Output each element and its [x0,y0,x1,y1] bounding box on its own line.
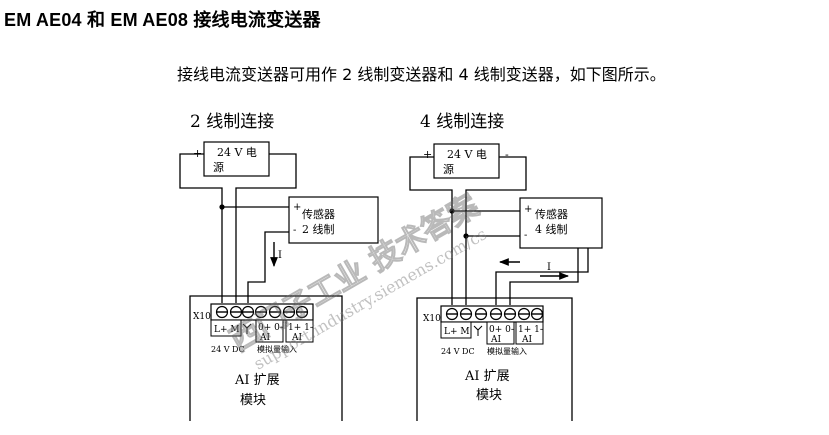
terminal-power-label: L+ M [214,325,240,335]
power-supply-label-2: 源 [443,162,454,176]
module-name-2: 模块 [476,388,502,403]
terminal-ai1-sub: AI [521,335,532,345]
section-heading: EM AE04 和 EM AE08 接线电流变送器 [4,10,321,30]
sensor-plus: + [524,204,532,215]
caption-power: 24 V DC [441,347,475,356]
power-supply-label: 24 V 电 [217,146,257,159]
supply-plus: + [423,148,432,161]
sensor-type-label: 2 线制 [302,222,335,236]
power-supply-label-2: 源 [213,160,224,174]
two-wire-title: 2 线制连接 [190,112,274,132]
terminal-screws [445,307,544,321]
module-connector-label: X10 [193,312,211,322]
terminal-ai1-label: 1+ 1- [288,323,313,333]
sensor-box [288,196,379,244]
two-wire-diagram: 2 线制连接 24 V 电 源 + - + 传感器 - 2 线制 I X10 [179,112,379,421]
terminal-screws [215,305,309,319]
power-supply-box [433,143,500,179]
supply-minus: - [505,148,509,161]
terminal-ai0-sub: AI [490,335,501,345]
four-wire-diagram: 4 线制连接 24 V 电 源 + - + 传感器 - 4 线制 I X10 [409,112,603,421]
current-label: I [278,250,282,261]
terminal-power-label: L+ M [444,327,470,337]
caption-analog: 模拟量输入 [487,346,527,356]
sensor-box [519,197,603,249]
module-connector-label: X10 [423,314,441,324]
power-supply-box [203,141,270,177]
terminal-ai0-sub: AI [259,333,270,343]
sensor-plus: + [293,202,301,213]
intro-paragraph: 接线电流变送器可用作 2 线制变送器和 4 线制变送器，如下图所示。 [177,65,666,84]
module-name: AI 扩展 [234,373,280,388]
four-wire-title: 4 线制连接 [420,112,504,132]
sensor-type-label: 4 线制 [535,222,568,236]
terminal-ai1-sub: AI [291,333,302,343]
sensor-minus: - [524,230,527,241]
terminal-ai0-label: 0+ 0- [489,325,514,335]
caption-analog: 模拟量输入 [257,344,297,354]
terminal-ai1-label: 1+ 1- [518,325,543,335]
terminal-ai0-label: 0+ 0- [258,323,283,333]
current-label: I [547,262,551,273]
power-supply-label: 24 V 电 [447,148,487,161]
module-name-2: 模块 [240,393,266,408]
caption-power: 24 V DC [211,345,245,354]
sensor-label: 传感器 [535,208,568,221]
sensor-minus: - [293,225,296,236]
sensor-label: 传感器 [302,208,335,221]
module-name: AI 扩展 [464,369,510,384]
